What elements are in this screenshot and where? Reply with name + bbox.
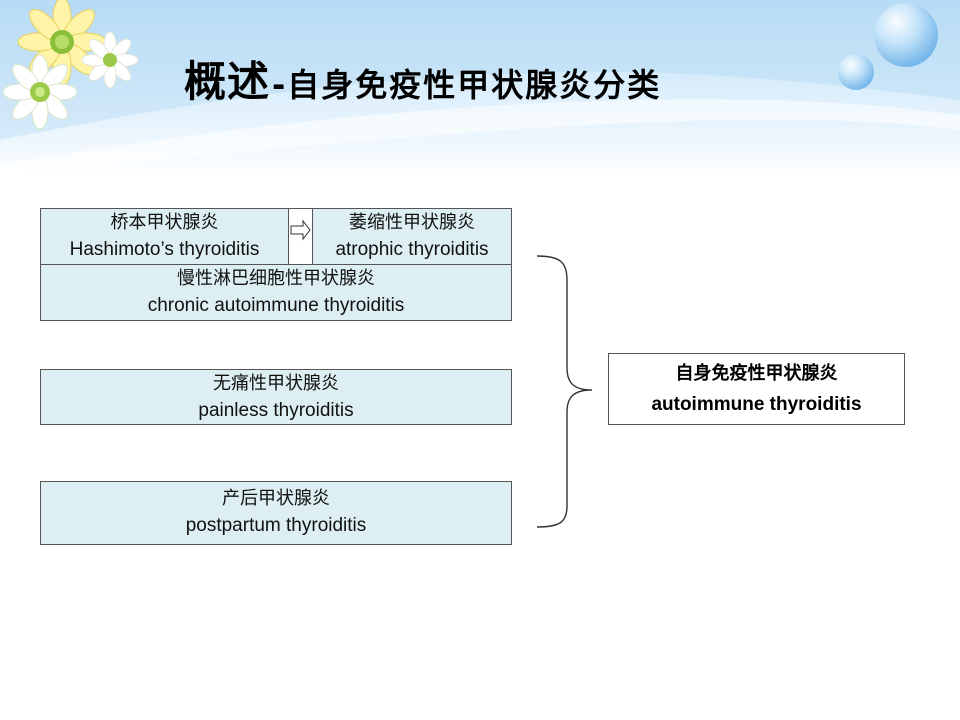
box-atrophic-zh: 萎缩性甲状腺炎 [349, 212, 475, 233]
box-chronic-en: chronic autoimmune thyroiditis [147, 295, 405, 316]
box-chronic: 慢性淋巴细胞性甲状腺炎 chronic autoimmune thyroidit… [40, 264, 512, 321]
bubble-icon [874, 3, 938, 67]
box-postpartum-en: postpartum thyroiditis [185, 515, 367, 536]
title-sub: -自身免疫性甲状腺炎分类 [272, 66, 662, 104]
box-hashimoto-zh: 桥本甲状腺炎 [110, 212, 219, 233]
daisy-flower-icon [17, 0, 107, 87]
box-autoimmune-zh: 自身免疫性甲状腺炎 [675, 363, 838, 384]
box-hashimoto-en: Hashimoto’s thyroiditis [69, 239, 260, 260]
arrow-cell [288, 208, 313, 265]
box-painless: 无痛性甲状腺炎 painless thyroiditis [40, 369, 512, 425]
box-atrophic-en: atrophic thyroiditis [335, 239, 489, 260]
title-main: 概述 [184, 57, 271, 106]
page-title: 概述 -自身免疫性甲状腺炎分类 [184, 48, 661, 108]
box-painless-zh: 无痛性甲状腺炎 [213, 373, 339, 394]
daisy-flower-icon [2, 54, 78, 130]
box-atrophic: 萎缩性甲状腺炎 atrophic thyroiditis [312, 208, 512, 265]
right-arrow-icon [290, 219, 311, 241]
daisy-flower-icon [81, 31, 139, 89]
box-autoimmune: 自身免疫性甲状腺炎 autoimmune thyroiditis [608, 353, 905, 425]
header-decoration [0, 0, 960, 175]
box-postpartum: 产后甲状腺炎 postpartum thyroiditis [40, 481, 512, 545]
box-chronic-zh: 慢性淋巴细胞性甲状腺炎 [177, 268, 375, 289]
box-autoimmune-en: autoimmune thyroiditis [651, 394, 862, 415]
bubble-icon [838, 54, 874, 90]
box-postpartum-zh: 产后甲状腺炎 [222, 488, 330, 509]
box-painless-en: painless thyroiditis [198, 400, 354, 421]
box-hashimoto: 桥本甲状腺炎 Hashimoto’s thyroiditis [40, 208, 289, 265]
